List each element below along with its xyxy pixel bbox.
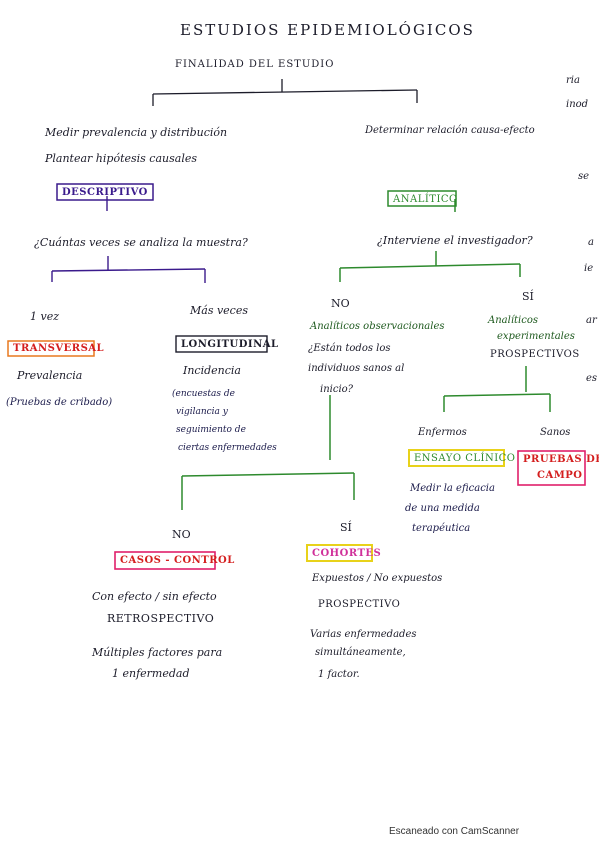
analytic-question: ¿Interviene el investigador? <box>377 234 533 247</box>
pruebas-box-outline <box>517 450 586 486</box>
margin-fragment: ar <box>586 315 597 326</box>
cohortes-desc-4: simultáneamente, <box>315 647 406 658</box>
observational-title-1: Analíticos observacionales <box>310 321 445 332</box>
longitudinal-box-outline <box>175 335 268 353</box>
no-intervention-label: NO <box>331 297 350 310</box>
transversal-desc: Prevalencia <box>17 369 83 382</box>
page-title: ESTUDIOS EPIDEMIOLÓGICOS <box>180 21 475 39</box>
cohortes-desc-3: Varias enfermedades <box>310 629 417 640</box>
cohortes-desc-1: Expuestos / No expuestos <box>312 573 443 584</box>
cohortes-desc-5: 1 factor. <box>318 669 360 680</box>
observational-title-3: individuos sanos al <box>308 363 405 374</box>
observational-title-4: inicio? <box>320 384 354 395</box>
yes-intervention-label: SÍ <box>522 290 534 303</box>
sanos-label: Sanos <box>540 427 571 438</box>
many-label: Más veces <box>190 304 249 317</box>
margin-fragment: es <box>586 373 598 384</box>
experimental-title-1: Analíticos <box>488 315 538 326</box>
casos-box-outline <box>114 551 216 570</box>
pruebas-campo-label-2: CAMPO <box>537 470 583 481</box>
longitudinal-desc: Incidencia <box>183 364 241 377</box>
longitudinal-example-4: ciertas enfermedades <box>178 443 277 453</box>
experimental-subtitle: PROSPECTIVOS <box>490 349 580 360</box>
margin-fragment: inod <box>566 99 589 110</box>
descriptivo-box-outline <box>56 183 154 201</box>
transversal-label: TRANSVERSAL <box>13 343 105 354</box>
casos-desc-4: 1 enfermedad <box>112 667 190 680</box>
descriptive-question: ¿Cuántas veces se analiza la muestra? <box>34 236 248 249</box>
scanner-footer: Escaneado con CamScanner <box>389 826 520 837</box>
longitudinal-example-1: (encuestas de <box>172 389 235 399</box>
enfermos-label: Enfermos <box>418 427 467 438</box>
observational-title-2: ¿Están todos los <box>308 343 391 354</box>
cohortes-box-outline <box>306 544 373 562</box>
ensayo-desc-1: Medir la eficacia <box>410 483 495 494</box>
longitudinal-label: LONGITUDINAL <box>181 339 279 350</box>
casos-control-label: CASOS - CONTROL <box>120 555 235 566</box>
ensayo-box-outline <box>408 449 505 467</box>
margin-fragment: ria <box>566 75 580 86</box>
analitico-box-outline <box>387 190 457 207</box>
yes-all-healthy-label: SÍ <box>340 521 352 534</box>
analitico-label: ANALÍTICO <box>393 194 458 205</box>
margin-fragment: a <box>588 237 594 248</box>
casos-desc-2: RETROSPECTIVO <box>107 612 215 625</box>
transversal-box-outline <box>7 340 95 357</box>
page-subtitle: FINALIDAD DEL ESTUDIO <box>175 59 335 70</box>
cohortes-label: COHORTES <box>312 548 382 559</box>
ensayo-desc-2: de una medida <box>405 503 480 514</box>
longitudinal-example-2: vigilancia y <box>176 407 228 417</box>
no-all-healthy-label: NO <box>172 528 191 541</box>
ensayo-desc-3: terapéutica <box>412 523 471 534</box>
transversal-example: (Pruebas de cribado) <box>6 397 113 408</box>
longitudinal-example-3: seguimiento de <box>176 425 246 435</box>
experimental-title-2: experimentales <box>497 331 575 342</box>
margin-fragment: se <box>578 171 590 182</box>
descriptivo-label: DESCRIPTIVO <box>62 187 148 198</box>
descriptive-goal-1: Medir prevalencia y distribución <box>45 126 228 139</box>
pruebas-campo-label-1: PRUEBAS DE <box>523 454 599 465</box>
analytic-goal: Determinar relación causa-efecto <box>365 125 535 136</box>
margin-fragment: ie <box>584 263 594 274</box>
ensayo-clinico-label: ENSAYO CLÍNICO <box>414 453 516 464</box>
once-label: 1 vez <box>30 310 60 323</box>
descriptive-goal-2: Plantear hipótesis causales <box>45 152 197 165</box>
cohortes-desc-2: PROSPECTIVO <box>318 599 401 610</box>
casos-desc-1: Con efecto / sin efecto <box>92 590 217 603</box>
casos-desc-3: Múltiples factores para <box>92 646 223 659</box>
